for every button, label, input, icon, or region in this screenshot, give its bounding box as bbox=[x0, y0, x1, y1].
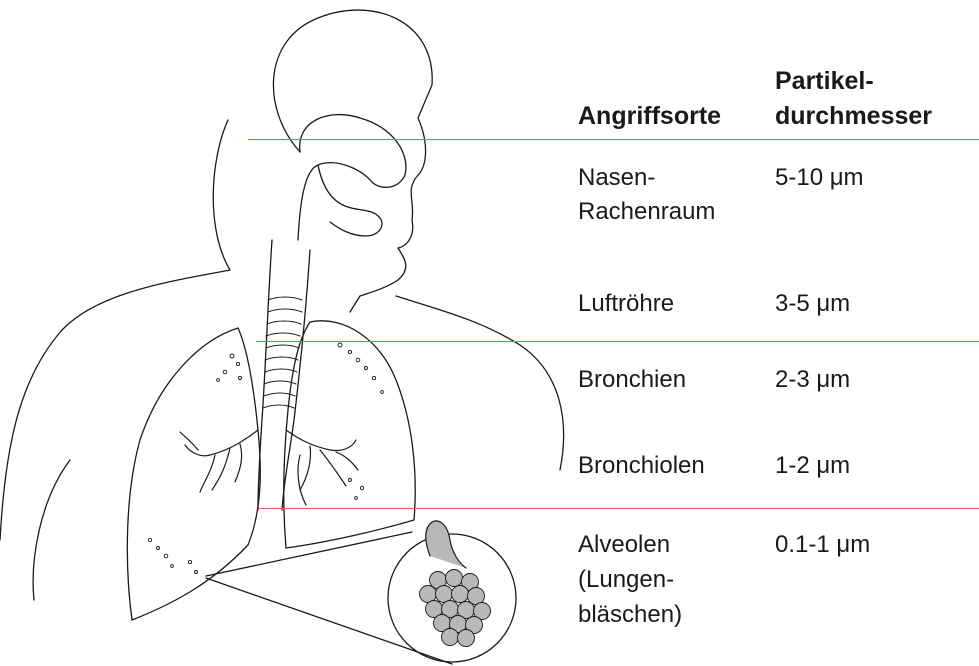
pharynx-outline bbox=[318, 165, 382, 236]
row-location-line: Alveolen bbox=[578, 529, 670, 560]
header-diameter-line1: Partikel- bbox=[775, 66, 874, 96]
header-diameter-line2: durchmesser bbox=[775, 101, 932, 131]
divider-header bbox=[248, 139, 979, 140]
row-diameter: 3-5 μm bbox=[775, 288, 850, 319]
divider-lower-airways bbox=[258, 508, 979, 509]
row-diameter: 1-2 μm bbox=[775, 450, 850, 481]
head-outline bbox=[273, 10, 432, 312]
row-diameter: 0.1-1 μm bbox=[775, 529, 870, 560]
zoom-line-lower bbox=[206, 578, 452, 664]
header-location: Angriffsorte bbox=[578, 101, 721, 131]
left-lung-outline bbox=[127, 328, 260, 620]
row-location-line: (Lungen- bbox=[578, 564, 674, 595]
row-location-line: Nasen- bbox=[578, 162, 655, 193]
row-diameter: 5-10 μm bbox=[775, 162, 864, 193]
row-location-line: Rachenraum bbox=[578, 196, 715, 227]
alveoli-cluster bbox=[420, 570, 491, 647]
nasal-cavity-outline bbox=[298, 115, 406, 240]
trachea-right-wall bbox=[282, 250, 310, 510]
row-location-line: Luftröhre bbox=[578, 288, 674, 319]
row-location-line: Bronchiolen bbox=[578, 450, 705, 481]
trachea-rings bbox=[263, 297, 302, 408]
left-bronchial-tree bbox=[180, 430, 258, 492]
zoom-line-upper bbox=[206, 532, 412, 576]
row-location-line: bläschen) bbox=[578, 599, 682, 630]
arm-left-outline bbox=[33, 460, 70, 600]
particle-deposits bbox=[148, 343, 383, 574]
shoulder-right-outline bbox=[396, 296, 564, 470]
row-diameter: 2-3 μm bbox=[775, 364, 850, 395]
right-bronchial-tree bbox=[286, 430, 358, 505]
right-lung-outline bbox=[284, 321, 415, 548]
row-location-line: Bronchien bbox=[578, 364, 686, 395]
shoulder-left-outline bbox=[0, 120, 230, 540]
alveolar-duct bbox=[426, 521, 466, 568]
divider-upper-airways bbox=[256, 341, 979, 342]
